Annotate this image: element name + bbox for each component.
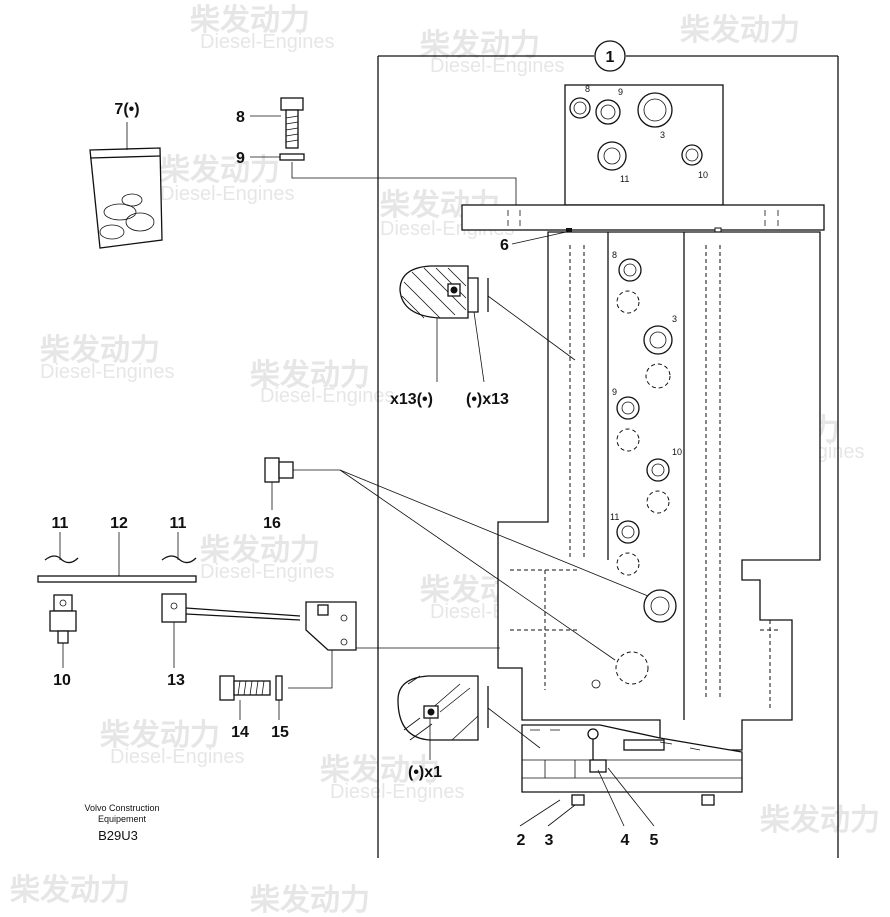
bottom-housing bbox=[521, 724, 743, 806]
port-label: 8 bbox=[612, 250, 617, 260]
maker-line-1: Volvo Construction bbox=[84, 803, 159, 813]
port-label: 9 bbox=[618, 87, 623, 97]
diagram-code: B29U3 bbox=[98, 828, 138, 843]
port-label: 10 bbox=[698, 170, 708, 180]
callout-3: 3 bbox=[545, 832, 554, 849]
svg-text:柴发动力: 柴发动力 bbox=[760, 803, 880, 838]
callout-11-left: 11 bbox=[52, 515, 69, 532]
port-label: 10 bbox=[672, 447, 682, 457]
part-12-harness-strip bbox=[37, 532, 197, 583]
leader-lines bbox=[511, 231, 655, 827]
part-7-seal-kit-bag bbox=[89, 122, 163, 249]
svg-text:Diesel-Engines: Diesel-Engines bbox=[260, 385, 395, 407]
part-11-tie-left bbox=[44, 532, 79, 564]
port-label: 3 bbox=[672, 314, 677, 324]
part-16-plug bbox=[264, 457, 649, 661]
watermark-layer: 柴发动力 Diesel-Engines 柴发动力 Diesel-Engines … bbox=[10, 3, 880, 917]
svg-text:柴发动力: 柴发动力 bbox=[200, 533, 320, 568]
svg-text:Diesel-Engines: Diesel-Engines bbox=[200, 561, 335, 583]
svg-text:Diesel-Engines: Diesel-Engines bbox=[430, 55, 565, 77]
port-label: 8 bbox=[585, 84, 590, 94]
callout-x1: (•)x1 bbox=[408, 764, 442, 781]
callout-9: 9 bbox=[236, 150, 245, 167]
svg-text:柴发动力: 柴发动力 bbox=[10, 873, 130, 908]
maker-line-2: Equipement bbox=[98, 814, 147, 824]
part-11-tie-right bbox=[161, 532, 197, 564]
assembly-marker-circle bbox=[594, 40, 626, 72]
callout-x13-right: (•)x13 bbox=[466, 391, 509, 408]
callout-15: 15 bbox=[271, 724, 289, 741]
callout-14: 14 bbox=[231, 724, 249, 741]
svg-text:柴发动力: 柴发动力 bbox=[190, 3, 310, 38]
callout-12: 12 bbox=[110, 515, 128, 532]
svg-text:柴发动力: 柴发动力 bbox=[250, 358, 370, 393]
svg-text:Diesel-Engines: Diesel-Engines bbox=[110, 746, 245, 768]
callout-8: 8 bbox=[236, 109, 245, 126]
gasket-plate bbox=[461, 204, 825, 234]
part-15-washer bbox=[275, 675, 283, 720]
svg-text:柴发动力: 柴发动力 bbox=[320, 753, 440, 788]
footer-credit: Volvo Construction Equipement B29U3 bbox=[84, 803, 159, 843]
svg-text:柴发动力: 柴发动力 bbox=[250, 883, 370, 917]
svg-text:Diesel-Engines: Diesel-Engines bbox=[160, 183, 295, 205]
top-cover-block: 8 9 3 11 10 bbox=[564, 84, 724, 206]
callout-4: 4 bbox=[621, 832, 630, 849]
callout-11-right: 11 bbox=[170, 515, 187, 532]
part-14-bolt bbox=[219, 675, 271, 720]
part-13-connector bbox=[161, 593, 500, 689]
seal-detail-bottom bbox=[397, 675, 541, 760]
svg-text:Diesel-Engines: Diesel-Engines bbox=[200, 31, 335, 53]
svg-text:柴发动力: 柴发动力 bbox=[40, 333, 160, 368]
svg-text:柴发动力: 柴发动力 bbox=[680, 13, 800, 48]
callout-labels: 7(•) 8 9 6 x13(•) (•)x13 16 11 12 11 10 … bbox=[52, 101, 659, 849]
assembly-bracket: 1 bbox=[377, 40, 839, 858]
part-8-bolt bbox=[250, 97, 304, 149]
port-label: 11 bbox=[620, 174, 629, 184]
svg-text:Diesel-Engines: Diesel-Engines bbox=[330, 781, 465, 803]
assembly-marker-label: 1 bbox=[606, 49, 615, 66]
port-label: 9 bbox=[612, 387, 617, 397]
callout-10: 10 bbox=[53, 672, 71, 689]
part-9-washer bbox=[250, 153, 517, 205]
seal-detail-top bbox=[399, 265, 576, 383]
svg-text:Diesel-Engines: Diesel-Engines bbox=[40, 361, 175, 383]
callout-5: 5 bbox=[650, 832, 659, 849]
callout-x13-left: x13(•) bbox=[390, 391, 433, 408]
callout-7: 7(•) bbox=[114, 101, 139, 118]
callout-6: 6 bbox=[500, 237, 509, 254]
svg-text:柴发动力: 柴发动力 bbox=[420, 28, 540, 63]
callout-16: 16 bbox=[263, 515, 281, 532]
svg-text:柴发动力: 柴发动力 bbox=[100, 718, 220, 753]
port-label: 11 bbox=[610, 512, 619, 522]
port-label: 3 bbox=[660, 130, 665, 140]
part-10-sensor bbox=[49, 594, 77, 668]
svg-text:柴发动力: 柴发动力 bbox=[160, 153, 280, 188]
callout-2: 2 bbox=[517, 832, 526, 849]
valve-body: 8 3 9 10 11 bbox=[497, 231, 821, 751]
callout-13: 13 bbox=[167, 672, 185, 689]
